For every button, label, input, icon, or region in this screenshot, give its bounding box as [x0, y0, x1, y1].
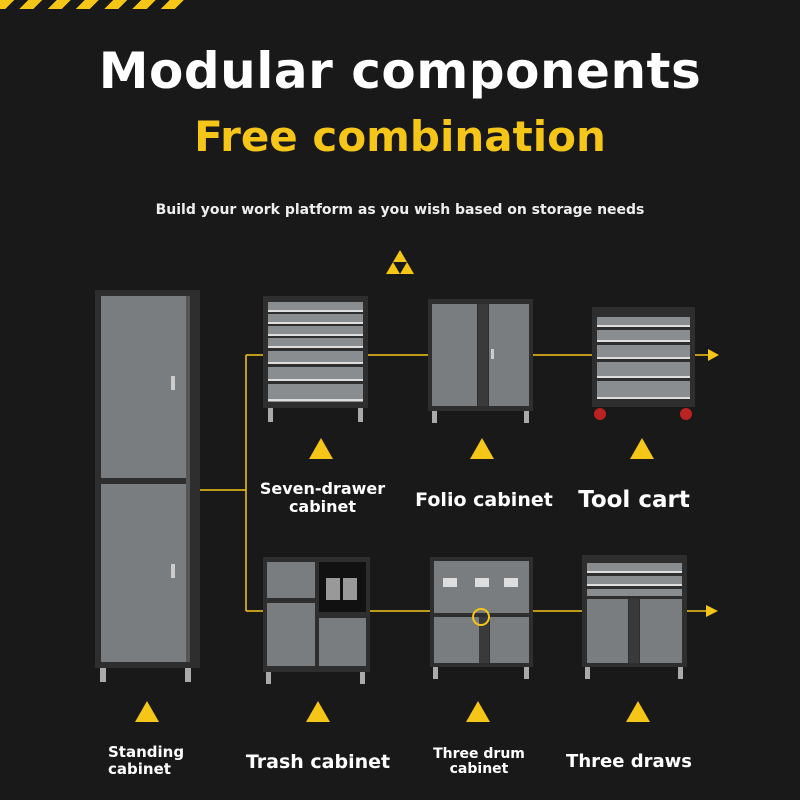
connector-lines: [200, 354, 710, 612]
label-trash-cabinet: Trash cabinet: [245, 751, 391, 773]
label-tool-cart: Tool cart: [578, 487, 690, 513]
label-three-draws: Three draws: [566, 751, 692, 772]
warning-triangle-icon: [626, 701, 650, 722]
tool-cart-image: [592, 307, 695, 420]
folio-cabinet-image: [428, 299, 533, 423]
page-subtitle: Free combination: [194, 112, 606, 161]
three-drum-cabinet-image: [430, 557, 533, 679]
warning-triangle-icon: [306, 701, 330, 722]
warning-triangle-icon: [470, 438, 494, 459]
tagline: Build your work platform as you wish bas…: [155, 202, 645, 218]
page-title: Modular components: [98, 42, 702, 100]
warning-icons: [135, 438, 654, 722]
standing-cabinet-image: [95, 290, 200, 682]
warning-triangle-icon: [466, 701, 490, 722]
three-draws-cabinet-image: [582, 555, 687, 679]
triforce-icon: [386, 250, 414, 274]
warning-triangle-icon: [135, 701, 159, 722]
hazard-stripe: [0, 0, 185, 9]
trash-cabinet-image: [263, 557, 370, 684]
label-folio-cabinet: Folio cabinet: [415, 489, 553, 511]
warning-triangle-icon: [309, 438, 333, 459]
arrow-icon: [708, 349, 719, 361]
label-seven-drawer-cabinet: Seven-drawer cabinet: [259, 479, 386, 516]
arrow-icon: [706, 605, 718, 617]
warning-triangle-icon: [630, 438, 654, 459]
label-standing-cabinet: Standing cabinet: [108, 743, 185, 778]
label-three-drum-cabinet: Three drum cabinet: [433, 746, 525, 778]
seven-drawer-cabinet-image: [263, 296, 368, 422]
